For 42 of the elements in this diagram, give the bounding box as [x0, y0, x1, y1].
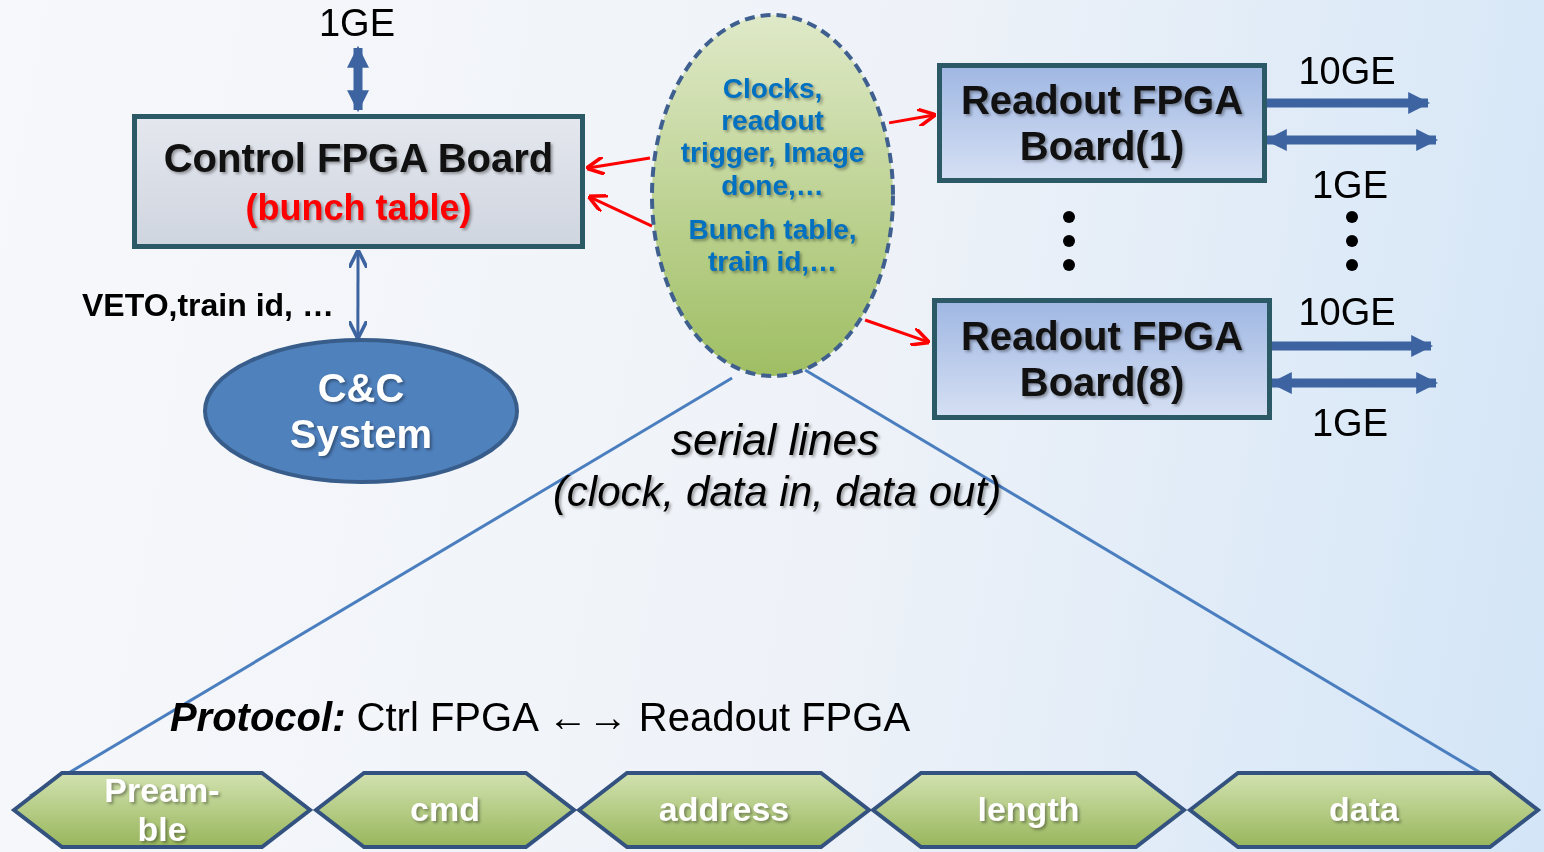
board-note: (bunch table) — [245, 186, 472, 229]
zoom-line — [29, 376, 733, 798]
board-name: Readout FPGA Board(8) — [959, 313, 1245, 405]
board-box — [132, 114, 585, 249]
protocol-field — [12, 771, 312, 849]
board-name: C&C System — [288, 365, 434, 457]
annotation: serial lines — [670, 415, 880, 465]
edge-label: 10GE — [1297, 291, 1397, 334]
field-name: Pream- ble — [103, 770, 221, 850]
signal-list: Clocks, readout trigger, Image done,… — [675, 72, 870, 202]
signal-ellipse — [650, 13, 895, 378]
field-name: address — [658, 790, 790, 830]
arrow — [584, 154, 651, 177]
board-name: Control FPGA Board — [163, 134, 554, 181]
edge-label: 1GE — [317, 2, 396, 45]
protocol-field — [871, 771, 1186, 849]
arrow — [864, 318, 932, 347]
field-name: cmd — [410, 790, 480, 830]
double-arrow — [1269, 372, 1439, 395]
arrow — [586, 193, 653, 228]
double-arrow — [347, 248, 369, 341]
protocol-field — [314, 771, 576, 849]
double-arrow — [347, 45, 370, 113]
board-box — [932, 298, 1272, 420]
arrow — [888, 107, 938, 129]
field-name: length — [977, 790, 1080, 830]
signal-list: Bunch table, train id,… — [670, 213, 875, 279]
protocol-field — [577, 771, 871, 849]
annotation: (clock, data in, data out) — [551, 468, 1003, 516]
edge-label: VETO,train id, … — [82, 286, 335, 325]
field-name: data — [1329, 790, 1399, 830]
board-name: Readout FPGA Board(1) — [959, 77, 1245, 169]
arrow — [1267, 92, 1431, 114]
edge-label: 1GE — [1310, 402, 1389, 445]
board-box — [937, 63, 1267, 183]
protocol-field — [1188, 771, 1540, 849]
arrow — [1272, 335, 1434, 357]
edge-label: 10GE — [1297, 50, 1397, 93]
protocol-caption: Protocol: Ctrl FPGA ←→ Readout FPGA — [168, 695, 912, 740]
double-arrow — [1264, 129, 1439, 152]
system-ellipse — [203, 338, 519, 484]
edge-label: 1GE — [1310, 164, 1389, 207]
